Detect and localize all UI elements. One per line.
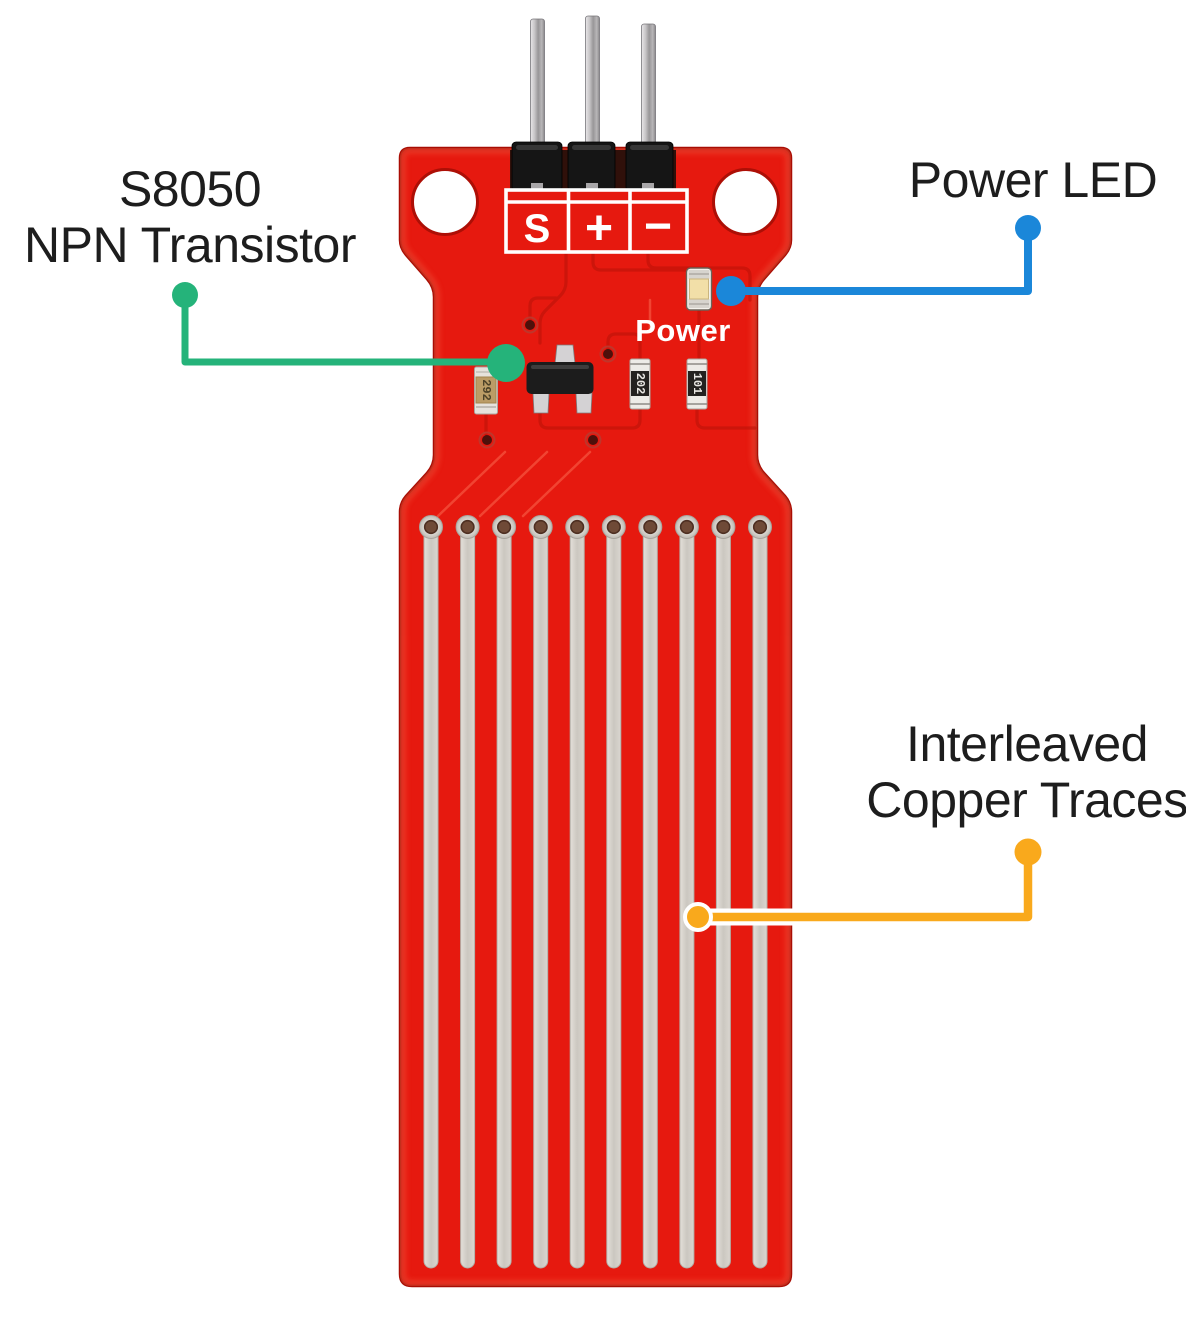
- copper-trace: [715, 517, 731, 1269]
- pin-label-minus: −: [644, 200, 672, 253]
- trace-pad-hole: [570, 519, 585, 535]
- callout-line: Power LED: [908, 152, 1158, 208]
- trace-pad-hole: [606, 519, 621, 535]
- resistor-202: 202: [629, 358, 651, 410]
- sense-trace: [674, 515, 699, 1269]
- callout-leaders: [172, 215, 1042, 932]
- callout-line: NPN Transistor: [24, 217, 356, 273]
- leader-transistor: [172, 282, 525, 382]
- copper-trace: [423, 517, 439, 1269]
- solder-stub: [531, 183, 543, 191]
- trace-pad-hole: [460, 519, 475, 535]
- silkscreen-power-label: Power: [635, 313, 731, 348]
- trace-pad-hole: [679, 519, 695, 535]
- transistor-body: [526, 362, 594, 394]
- callout-power-led: Power LED: [883, 152, 1183, 208]
- leader-target-dot: [683, 902, 713, 932]
- copper-trace: [606, 517, 622, 1269]
- trace-pad-hole: [752, 519, 768, 535]
- pcb-circuit-traces: [484, 251, 757, 436]
- power-led: [685, 267, 713, 311]
- sense-trace: [638, 515, 663, 1269]
- callout-interleaved-copper-traces: Interleaved Copper Traces: [847, 716, 1186, 828]
- trace-pad-hole: [716, 519, 731, 535]
- leader-dot: [1015, 215, 1041, 241]
- sense-trace: [455, 515, 480, 1269]
- leader-target-dot: [716, 276, 746, 306]
- copper-trace: [569, 517, 585, 1269]
- pin-label-grid: [504, 188, 689, 254]
- sense-trace: [565, 515, 590, 1269]
- callout-line: Interleaved: [906, 716, 1148, 772]
- pcb-trace-highlights: [436, 298, 652, 518]
- copper-trace: [752, 517, 768, 1269]
- pcb-board: [398, 146, 793, 1288]
- vias: [478, 316, 617, 449]
- callout-line: S8050: [118, 161, 262, 217]
- s8050-transistor: [526, 344, 594, 414]
- callout-line: Copper Traces: [866, 772, 1186, 828]
- mounting-hole-left: [411, 168, 479, 236]
- trace-pad-hole: [423, 519, 439, 535]
- trace-pad-hole: [497, 519, 512, 535]
- resistor-292-code: 292: [479, 379, 493, 401]
- leader-target-dot: [487, 344, 525, 382]
- leader-dot: [1014, 838, 1042, 866]
- resistor-292: 292: [474, 366, 498, 415]
- sense-trace: [492, 515, 517, 1269]
- copper-trace: [496, 517, 512, 1269]
- pin-labels: S + −: [524, 200, 672, 255]
- callout-s8050-npn-transistor: S8050 NPN Transistor: [10, 161, 370, 273]
- via: [478, 431, 496, 449]
- solder-stub: [586, 183, 598, 191]
- copper-trace: [533, 517, 549, 1269]
- via: [521, 316, 539, 334]
- copper-trace: [460, 517, 476, 1269]
- sense-trace: [601, 515, 626, 1269]
- leader-copper-traces: [683, 838, 1042, 932]
- pin-label-s: S: [524, 207, 551, 251]
- pin-label-plus: +: [585, 202, 613, 255]
- leader-power-led: [716, 215, 1041, 306]
- transistor-leg: [554, 344, 576, 365]
- trace-pad-hole: [643, 519, 658, 535]
- sense-trace: [419, 515, 443, 1269]
- copper-trace: [679, 517, 695, 1269]
- via: [599, 345, 617, 363]
- pin-header-pins: [530, 15, 656, 170]
- transistor-leg: [575, 392, 593, 414]
- resistor-101: 101: [686, 358, 708, 410]
- resistor-101-code: 101: [690, 373, 704, 395]
- copper-trace: [642, 517, 658, 1269]
- sense-traces: [419, 515, 772, 1269]
- sense-trace: [711, 515, 736, 1269]
- leader-dot: [172, 282, 198, 308]
- resistor-202-code: 202: [633, 373, 647, 395]
- transistor-leg: [532, 392, 550, 414]
- trace-pad-hole: [533, 519, 548, 535]
- via: [584, 431, 602, 449]
- sense-trace: [528, 515, 553, 1269]
- sense-trace: [748, 515, 772, 1269]
- mounting-hole-right: [712, 168, 780, 236]
- pin-header: [510, 141, 676, 192]
- solder-stub: [642, 183, 654, 191]
